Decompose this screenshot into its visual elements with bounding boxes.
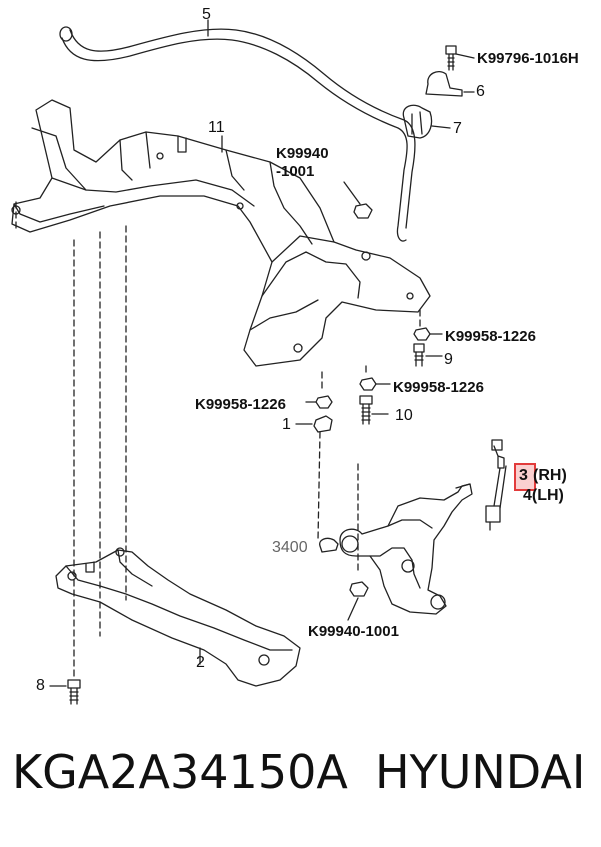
label-part-3: 3 bbox=[519, 467, 528, 484]
label-part-3-side: (RH) bbox=[533, 467, 567, 484]
label-part-1: 1 bbox=[282, 416, 291, 433]
label-nut-k99958-c: K99958-1226 bbox=[195, 396, 286, 413]
diagram-drawing bbox=[11, 19, 507, 705]
label-part-11: 11 bbox=[208, 119, 225, 136]
label-nut-k99940-arm: K99940-1001 bbox=[308, 623, 399, 640]
label-nut-k99958-b: K99958-1226 bbox=[393, 379, 484, 396]
label-part-3400: 3400 bbox=[272, 539, 308, 556]
brand-name: HYUNDAI bbox=[375, 745, 586, 799]
label-part-4: 4(LH) bbox=[523, 487, 564, 504]
label-nut-k99958-a: K99958-1226 bbox=[445, 328, 536, 345]
label-part-5: 5 bbox=[202, 6, 211, 23]
label-part-10: 10 bbox=[395, 407, 413, 424]
label-k99940-line2: -1001 bbox=[276, 163, 315, 180]
parts-diagram: 5 K99796-1016H 6 7 11 K99940 -1001 K9995… bbox=[11, 6, 579, 705]
label-bolt-k99796: K99796-1016H bbox=[477, 50, 579, 67]
bracket bbox=[425, 70, 463, 97]
bushing bbox=[402, 104, 433, 139]
lower-arm bbox=[339, 483, 473, 615]
crossmember bbox=[11, 99, 431, 367]
bolt-top bbox=[445, 45, 457, 55]
subframe bbox=[55, 549, 301, 687]
label-part-8: 8 bbox=[36, 677, 45, 694]
stabilizer-bar bbox=[61, 37, 408, 242]
stabilizer-link bbox=[493, 445, 505, 469]
highlight-part-3 bbox=[514, 463, 536, 491]
label-part-6: 6 bbox=[476, 83, 485, 100]
nut-link bbox=[353, 203, 373, 219]
label-k99940-line1: K99940 bbox=[276, 145, 329, 162]
label-part-9: 9 bbox=[444, 351, 453, 368]
part-number: KGA2A34150A bbox=[12, 745, 348, 799]
label-part-7: 7 bbox=[453, 120, 462, 137]
part-caption: KGA2A34150A HYUNDAI bbox=[0, 745, 601, 835]
label-part-2: 2 bbox=[196, 654, 205, 671]
